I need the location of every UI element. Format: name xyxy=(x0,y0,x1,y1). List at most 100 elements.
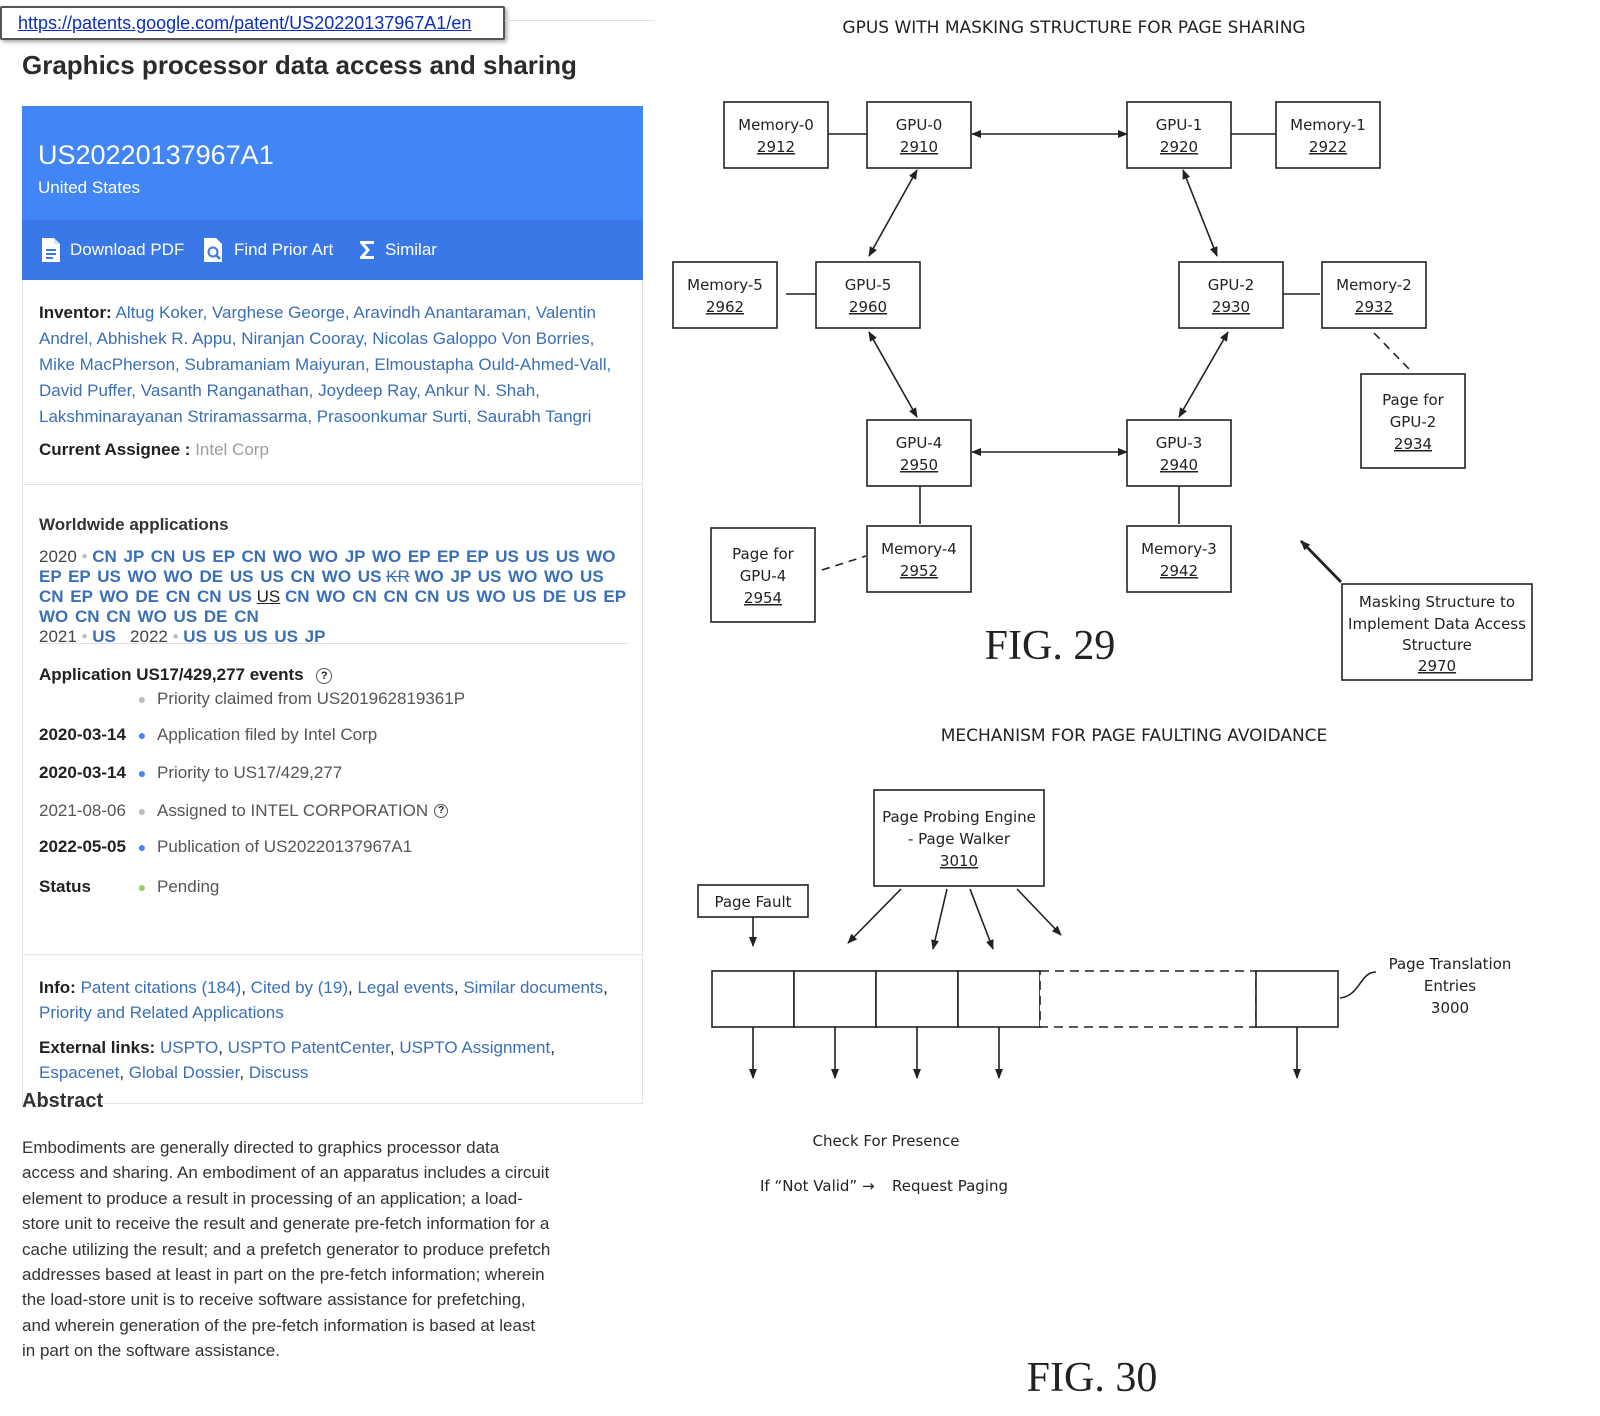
bidirectional-arrow xyxy=(868,169,918,257)
event-text: Assigned to INTEL CORPORATION xyxy=(157,801,429,820)
year-label: 2022 xyxy=(130,627,168,646)
year-label: 2021 xyxy=(39,627,77,646)
node-ref: 2952 xyxy=(900,562,938,580)
memory-4-box: Memory-4 2952 xyxy=(866,525,972,593)
similar-button[interactable]: Similar xyxy=(357,220,437,280)
node-ref: 2954 xyxy=(744,589,782,607)
download-pdf-button[interactable]: Download PDF xyxy=(40,220,184,280)
external-link[interactable]: USPTO PatentCenter xyxy=(227,1038,390,1057)
pte-ref: 3000 xyxy=(1431,999,1469,1017)
external-link[interactable]: USPTO xyxy=(159,1038,219,1057)
gpu-0-box: GPU-0 2910 xyxy=(866,101,972,169)
country: United States xyxy=(38,178,141,197)
pte-label: Page Translation xyxy=(1389,955,1512,973)
external-link[interactable]: Espacenet xyxy=(39,1063,120,1082)
events-title-text: Application US17/429,277 events xyxy=(39,665,304,684)
current-assignee: Current Assignee : Intel Corp xyxy=(39,440,269,460)
node-ref: 3010 xyxy=(940,852,978,870)
external-link[interactable]: Discuss xyxy=(248,1063,309,1082)
abstract-title: Abstract xyxy=(22,1090,104,1112)
node-ref: 2922 xyxy=(1309,138,1347,156)
gpu-1-box: GPU-1 2920 xyxy=(1126,101,1232,169)
dot-separator: • xyxy=(81,547,88,566)
event-bullet: ● xyxy=(137,765,147,781)
inventor-list: Inventor: Altug Koker, Varghese George, … xyxy=(39,300,629,430)
node-label: Page Fault xyxy=(714,893,791,911)
url-link[interactable]: https://patents.google.com/patent/US2022… xyxy=(18,13,472,33)
entry-cell xyxy=(1255,970,1339,1028)
bibliographic-section: Inventor: Altug Koker, Varghese George, … xyxy=(22,280,643,484)
event-date: 2022-05-05 xyxy=(39,837,126,856)
external-links: External links: USPTO, USPTO PatentCente… xyxy=(39,1038,555,1082)
pointer-arrow xyxy=(1299,540,1343,583)
probe-arrow xyxy=(969,888,994,950)
event-row: 2021-08-06 ● Assigned to INTEL CORPORATI… xyxy=(39,799,449,823)
info-link[interactable]: Cited by (19) xyxy=(250,978,348,997)
external-link[interactable]: Global Dossier xyxy=(128,1063,240,1082)
node-label: GPU-2 xyxy=(1390,413,1437,431)
help-icon[interactable]: ? xyxy=(434,804,449,818)
memory-5-box: Memory-5 2962 xyxy=(672,261,778,329)
info-links: Info: Patent citations (184), Cited by (… xyxy=(39,978,608,1022)
divider xyxy=(39,643,629,644)
pte-label: Entries xyxy=(1424,977,1476,995)
patent-page: https://patents.google.com/patent/US2022… xyxy=(0,0,660,1416)
country-code-struck[interactable]: KR xyxy=(386,567,410,586)
top-divider xyxy=(505,8,655,21)
entry-cell-dashed xyxy=(1039,970,1257,1028)
status-value: Pending xyxy=(157,877,220,896)
node-label: - Page Walker xyxy=(908,830,1011,848)
page-title: Graphics processor data access and shari… xyxy=(22,50,577,80)
node-ref: 2962 xyxy=(706,298,744,316)
country-codes[interactable]: CN WO CN CN CN US WO US DE US EP WO CN C… xyxy=(39,587,626,626)
info-link[interactable]: Priority and Related Applications xyxy=(39,1003,284,1022)
page-for-gpu-2-box: Page for GPU-2 2934 xyxy=(1360,373,1466,469)
event-text[interactable]: Priority claimed from US201962819361P xyxy=(157,689,466,708)
worldwide-applications: 2020 • CN JP CN US EP CN WO WO JP WO EP … xyxy=(39,547,629,647)
dot-separator: • xyxy=(172,627,179,646)
info-link[interactable]: Patent citations (184) xyxy=(80,978,242,997)
node-ref: 2932 xyxy=(1355,298,1393,316)
country-codes[interactable]: US US US US JP xyxy=(183,627,326,646)
node-ref: 2910 xyxy=(900,138,938,156)
node-label: GPU-0 xyxy=(896,116,943,134)
node-ref: 2942 xyxy=(1160,562,1198,580)
node-label: Memory-3 xyxy=(1141,540,1217,558)
info-link[interactable]: Similar documents xyxy=(463,978,604,997)
if-not-valid-label: If “Not Valid” → xyxy=(760,1177,875,1195)
help-icon[interactable]: ? xyxy=(316,667,333,684)
gpu-2-box: GPU-2 2930 xyxy=(1178,261,1284,329)
node-label: Memory-2 xyxy=(1336,276,1412,294)
country-codes[interactable]: US xyxy=(92,627,116,646)
dashed-connector xyxy=(821,555,867,571)
node-label: GPU-2 xyxy=(1208,276,1255,294)
probe-arrow xyxy=(931,888,948,950)
fig29-heading: GPUS WITH MASKING STRUCTURE FOR PAGE SHA… xyxy=(842,18,1305,38)
external-link[interactable]: USPTO Assignment xyxy=(399,1038,551,1057)
fig29-connectors xyxy=(786,130,1413,583)
find-prior-art-button[interactable]: Find Prior Art xyxy=(202,220,333,280)
inventor-links[interactable]: Altug Koker, Varghese George, Aravindh A… xyxy=(39,303,612,426)
dot-separator: • xyxy=(81,627,88,646)
bidirectional-arrow xyxy=(868,331,918,418)
node-label: Page for xyxy=(1382,391,1445,409)
event-date: 2020-03-14 xyxy=(39,763,126,782)
node-ref: 2960 xyxy=(849,298,887,316)
country-codes[interactable]: WO JP US WO WO US CN EP WO DE CN CN US xyxy=(39,567,604,606)
url-bar[interactable]: https://patents.google.com/patent/US2022… xyxy=(0,6,505,40)
country-codes[interactable]: CN JP CN US EP CN WO WO JP WO EP EP EP U… xyxy=(39,547,616,586)
bidirectional-arrow xyxy=(1178,331,1229,418)
worldwide-title: Worldwide applications xyxy=(39,515,229,534)
find-prior-art-label: Find Prior Art xyxy=(234,240,334,259)
event-row: 2022-05-05 ● Publication of US2022013796… xyxy=(39,835,412,859)
inventor-label: Inventor: xyxy=(39,303,112,322)
assignee-value[interactable]: Intel Corp xyxy=(195,440,269,459)
event-text: Publication of US20220137967A1 xyxy=(157,837,413,856)
events-title: Application US17/429,277 events ? xyxy=(39,665,333,685)
abstract-text: Embodiments are generally directed to gr… xyxy=(22,1138,551,1361)
publication-number: US20220137967A1 xyxy=(38,140,274,170)
gpu-5-box: GPU-5 2960 xyxy=(815,261,921,329)
info-link[interactable]: Legal events xyxy=(357,978,454,997)
event-text: Application filed by Intel Corp xyxy=(157,725,378,744)
node-ref: 2970 xyxy=(1418,657,1456,675)
